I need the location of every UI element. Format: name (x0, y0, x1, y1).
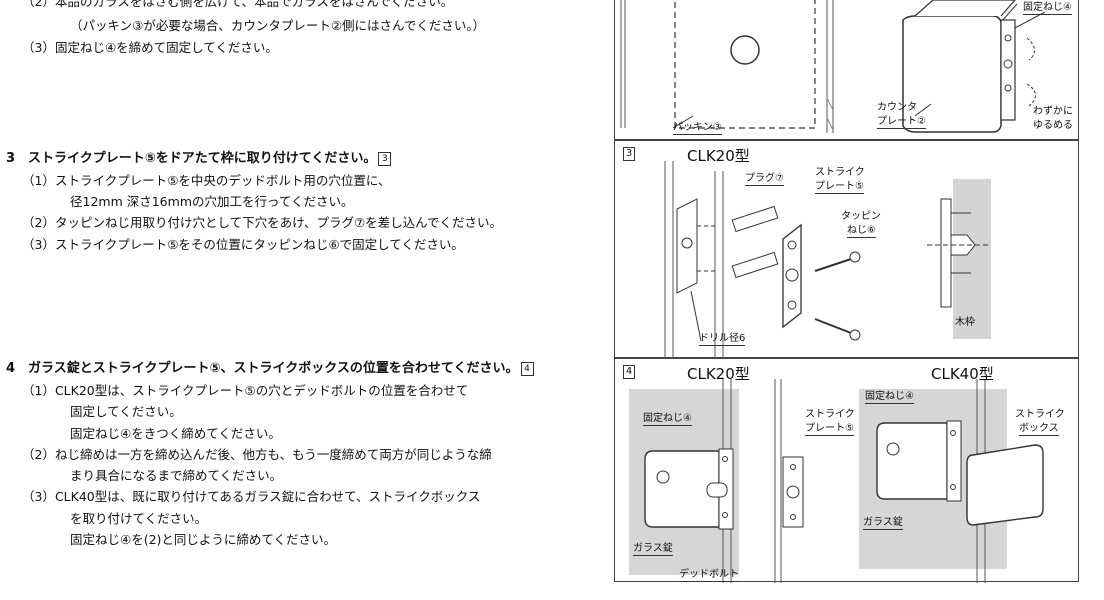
label-wood-frame: 木枠 (955, 317, 975, 328)
step3-item3: （3）ストライクプレート⑤をその位置にタッピンねじ⑥で固定してください。 (22, 237, 464, 252)
label-glass-lock-left: ガラス錠 (633, 543, 673, 556)
label-glass-lock-right: ガラス錠 (863, 517, 903, 530)
step4-item3b: を取り付けてください。 (70, 511, 208, 526)
label-fixing-screw-left: 固定ねじ④ (643, 413, 692, 426)
panel4-model-right: CLK40型 (931, 365, 994, 383)
step4-item1c: 固定ねじ④をきつく締めてください。 (70, 426, 281, 441)
label-strike-box-1: ストライク (1015, 409, 1065, 420)
step4-item2b: まり具合になるまで締めてください。 (70, 468, 283, 483)
label-counter-plate-1: カウンタ (877, 102, 917, 113)
panel4-model-left: CLK20型 (687, 365, 750, 383)
label-deadbolt: デッドボルト (679, 569, 739, 582)
step3-heading-text: 3 ストライクプレート⑤をドアたて枠に取り付けてください。 (6, 151, 377, 166)
step2-item3: （3）固定ねじ④を締めて固定してください。 (22, 40, 278, 55)
step3-heading: 3 ストライクプレート⑤をドアたて枠に取り付けてください。3 (6, 151, 392, 167)
step4-item3c: 固定ねじ④を(2)と同じように締めてください。 (70, 532, 337, 547)
step4-heading: 4 ガラス錠とストライクプレート⑤、ストライクボックスの位置を合わせてください。… (6, 361, 534, 377)
label-strike-plate-2: プレート⑤ (815, 181, 864, 194)
panel3-model: CLK20型 (687, 147, 750, 165)
label-fixing-screw-right: 固定ねじ④ (865, 391, 914, 404)
panel-step3-illustration: 3 CLK20型 プラグ⑦ ストライク プレート⑤ タッピン ねじ⑥ ドリル径6… (614, 140, 1079, 359)
label-fixing-screw-top: 固定ねじ④ (1023, 2, 1072, 15)
step2-illustration-svg (620, 0, 1046, 133)
label-loosen-1: わずかに (1033, 106, 1073, 117)
label-tapping-screw-1: タッピン (841, 211, 881, 222)
panel3-number-box: 3 (623, 147, 635, 161)
step3-item1b: 径12mm 深さ16mmの穴加工を行ってください。 (70, 194, 354, 209)
label-plug: プラグ⑦ (745, 173, 784, 186)
label-strike-plate-1: ストライク (815, 167, 865, 178)
label-counter-plate-2: プレート② (877, 116, 926, 129)
step4-ref-box: 4 (520, 362, 534, 376)
label-tapping-screw-2: ねじ⑥ (847, 225, 876, 238)
step4-illustration-svg (629, 379, 1044, 583)
step4-item1b: 固定してください。 (70, 404, 182, 419)
step2-item2-note: （パッキン③が必要な場合、カウンタプレート②側にはさんでください。） (70, 18, 486, 33)
step3-item1a: （1）ストライクプレート⑤を中央のデッドボルト用の穴位置に、 (22, 173, 391, 188)
step4-item2a: （2）ねじ締めは一方を締め込んだ後、他方も、もう一度締めて両方が同じような締 (22, 447, 492, 462)
step3-ref-box: 3 (378, 152, 392, 166)
step2-item2: （2）本品のガラスをはさむ側を広げて、本品でガラスをはさんでください。 (22, 0, 454, 9)
step3-item2: （2）タッピンねじ用取り付け穴として下穴をあけ、プラグ⑦を差し込んでください。 (22, 215, 503, 230)
label-strike-plate-1: ストライク (805, 409, 855, 420)
step3-illustration-svg (664, 161, 991, 359)
step4-item3a: （3）CLK40型は、既に取り付けてあるガラス錠に合わせて、ストライクボックス (22, 489, 481, 504)
panel-step2-illustration: パッキン③ カウンタ プレート② 固定ねじ④ わずかに ゆるめる (614, 0, 1079, 140)
label-packing: パッキン③ (673, 122, 722, 135)
label-strike-box-2: ボックス (1019, 423, 1059, 436)
label-drill: ドリル径6 (699, 333, 746, 346)
label-strike-plate-2: プレート⑤ (805, 423, 854, 436)
step4-heading-text: 4 ガラス錠とストライクプレート⑤、ストライクボックスの位置を合わせてください。 (6, 361, 519, 376)
label-loosen-2: ゆるめる (1033, 120, 1073, 131)
panel-step4-illustration: 4 CLK20型 CLK40型 固定ねじ④ 固定ねじ④ ストライク プレート⑤ … (614, 358, 1079, 583)
step4-item1a: （1）CLK20型は、ストライクプレート⑤の穴とデッドボルトの位置を合わせて (22, 383, 469, 398)
panel4-number-box: 4 (623, 365, 635, 379)
